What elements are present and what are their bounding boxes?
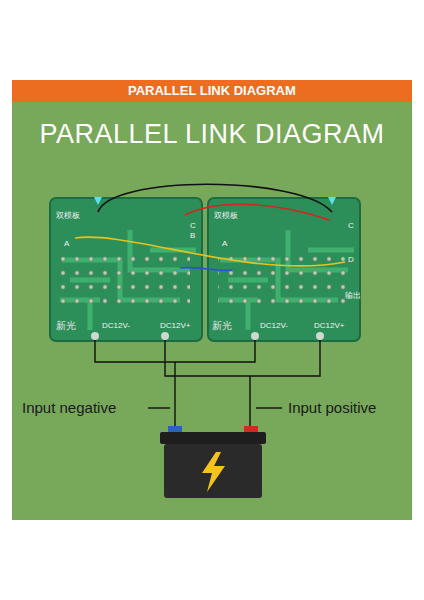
- pin-label: D: [348, 256, 354, 265]
- input-wire: [95, 340, 320, 428]
- pin-label: C: [348, 222, 354, 231]
- banner-text: PARALLEL LINK DIAGRAM: [128, 84, 296, 98]
- marker-arrow: [94, 197, 336, 205]
- pin-label: A: [222, 240, 227, 249]
- pin-label: C: [190, 222, 196, 231]
- pin-label: DC12V+: [314, 322, 344, 331]
- board-label: 新光: [56, 320, 76, 331]
- board-label: 双模板: [56, 212, 80, 221]
- board-label: 新光: [212, 320, 232, 331]
- battery: [160, 426, 266, 498]
- link-wire: [98, 184, 332, 212]
- link-wire: [185, 204, 330, 220]
- board-label: 双模板: [214, 212, 238, 221]
- pin-label: A: [64, 240, 69, 249]
- pcb-board: [50, 198, 202, 341]
- pin-label: DC12V-: [260, 322, 288, 331]
- link-wire: [75, 237, 345, 266]
- pin-label: B: [190, 232, 195, 241]
- pin-label: DC12V-: [102, 322, 130, 331]
- link-wire: [180, 268, 232, 271]
- green-ground: [12, 102, 412, 520]
- banner: [12, 80, 412, 102]
- input-label: Input positive: [288, 400, 376, 417]
- input-label: Input negative: [22, 400, 116, 417]
- title: PARALLEL LINK DIAGRAM: [0, 120, 424, 150]
- pin-label: DC12V+: [160, 322, 190, 331]
- board-label: 输出: [345, 292, 361, 301]
